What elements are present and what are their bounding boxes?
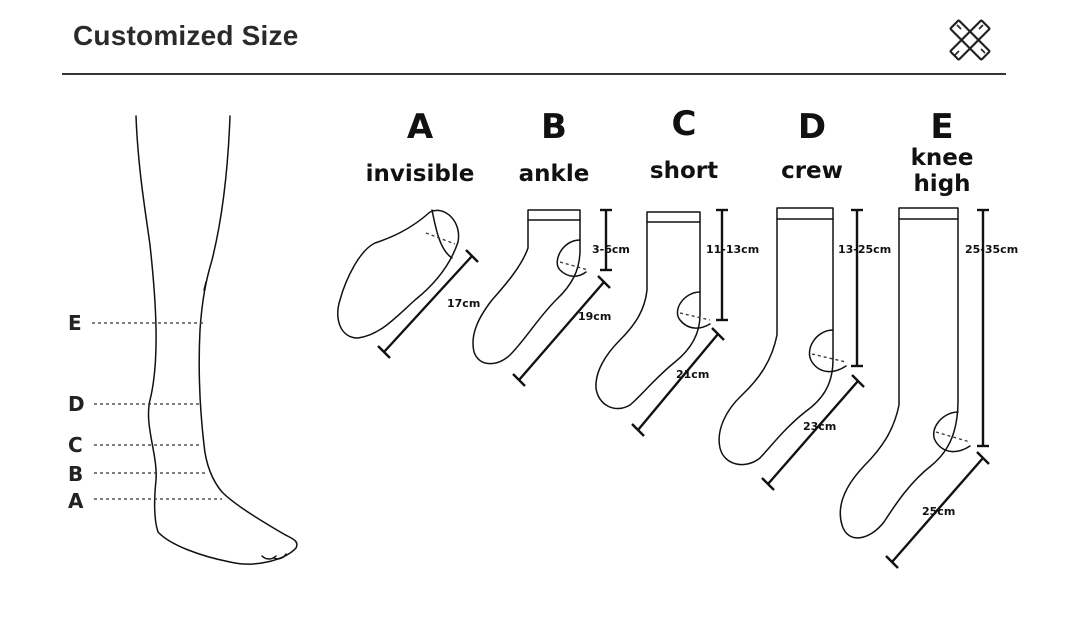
leg-level-D: D: [68, 392, 200, 416]
sock-C-height: 11-13cm: [706, 243, 759, 256]
sock-C-letter: C: [672, 104, 697, 144]
sock-E-name-line1: knee: [911, 145, 974, 171]
ruler-pencil-icon: [949, 19, 991, 61]
leg-label-E: E: [68, 311, 82, 335]
sock-E-foot-size: 25cm: [922, 505, 955, 518]
sock-B-letter: B: [541, 107, 567, 147]
sock-D-name: crew: [781, 158, 843, 184]
sock-A-foot-size: 17cm: [447, 297, 480, 310]
leg-label-C: C: [68, 433, 83, 457]
leg-level-E: E: [68, 311, 204, 335]
page-title: Customized Size: [73, 20, 299, 51]
leg-illustration: [135, 115, 298, 565]
sock-B: B ankle 3-6cm 19cm: [472, 107, 630, 387]
sock-C-name: short: [650, 158, 718, 184]
sock-A-letter: A: [407, 107, 434, 147]
sock-B-name: ankle: [519, 161, 590, 187]
sock-C-foot-size: 21cm: [676, 368, 709, 381]
sock-E-letter: E: [930, 107, 953, 147]
leg-level-A: A: [68, 489, 222, 513]
sock-D-letter: D: [798, 107, 826, 147]
sock-E-height: 25-35cm: [965, 243, 1018, 256]
sock-B-height: 3-6cm: [592, 243, 630, 256]
leg-label-B: B: [68, 462, 83, 486]
leg-level-C: C: [68, 433, 202, 457]
leg-label-D: D: [68, 392, 85, 416]
sock-E-name-line2: high: [913, 171, 970, 197]
sock-D-foot-size: 23cm: [803, 420, 836, 433]
leg-label-A: A: [68, 489, 84, 513]
sock-C: C short 11-13cm 21cm: [595, 104, 759, 437]
sock-A-name: invisible: [366, 161, 475, 187]
sock-D-height: 13-25cm: [838, 243, 891, 256]
title-divider: [62, 73, 1006, 75]
sock-E: E knee high 25-35cm 25cm: [839, 107, 1018, 569]
sock-A: A invisible 17cm: [337, 107, 480, 359]
sock-D: D crew 13-25cm 23cm: [718, 107, 891, 491]
leg-level-B: B: [68, 462, 206, 486]
sock-B-foot-size: 19cm: [578, 310, 611, 323]
